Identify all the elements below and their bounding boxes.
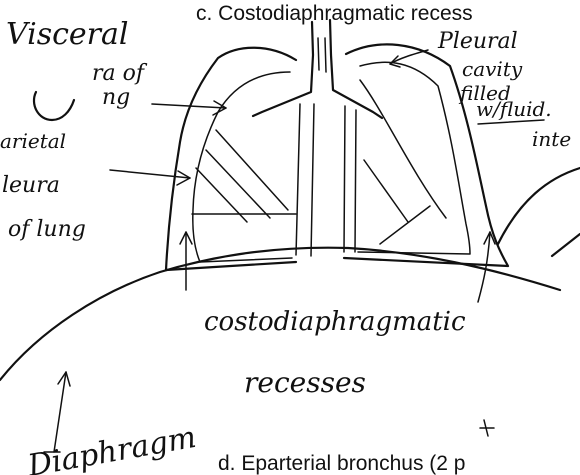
label-pleural-2: cavity (462, 57, 523, 81)
label-visceral-3: ng (102, 85, 130, 110)
trachea (253, 20, 382, 256)
header-text: c. Costodiaphragmatic recess (196, 2, 473, 25)
label-inter: inte (532, 127, 571, 151)
label-diaphragm: Diaphragm (24, 420, 198, 475)
hand-slash-right (552, 234, 580, 256)
hand-arc (34, 92, 74, 120)
label-parietal-2: leura (2, 173, 60, 198)
label-parietal-1: arietal (0, 129, 66, 153)
label-visceral-2: ra of (92, 61, 148, 86)
label-parietal-3: of lung (8, 217, 86, 242)
label-visceral-1: Visceral (6, 17, 129, 52)
hand-arc-right (498, 168, 580, 244)
footer-text: d. Eparterial bronchus (2 p (218, 452, 465, 475)
label-costo-1: costodiaphragmatic (204, 307, 466, 337)
label-pleural-4: w/fluid. (476, 97, 552, 121)
label-costo-2: recesses (244, 366, 366, 399)
label-pleural-1: Pleural (437, 29, 518, 54)
